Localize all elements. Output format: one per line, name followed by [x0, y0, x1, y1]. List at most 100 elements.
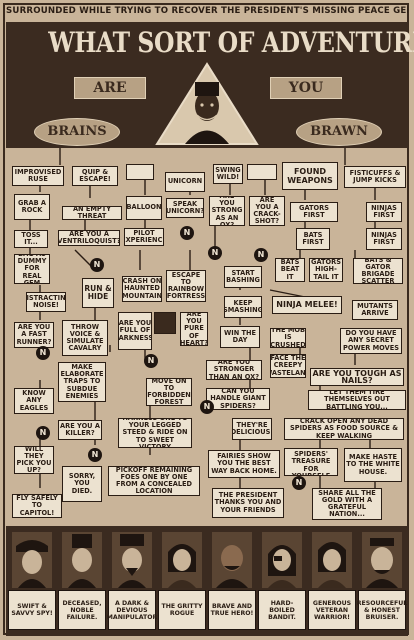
box-face-wasteland: FACE THE CREEPY WASTELAND: [270, 354, 306, 378]
box-full-darkness: ARE YOU FULL OF DARKNESS?: [118, 312, 152, 350]
box-killer: ARE YOU A KILLER?: [58, 420, 102, 440]
header-banner: WHAT SORT OF ADVENTURER ARE YOU BRAINS B…: [6, 22, 414, 148]
header-question: SURROUNDED WHILE TRYING TO RECOVER THE P…: [6, 6, 408, 16]
box-improvised-ruse: IMPROVISED RUSE: [12, 166, 64, 186]
character-portraits: SWIFT & SAVVY SPY! DECEASED, NOBLE FAILU…: [6, 526, 408, 636]
ribbon-are: ARE: [74, 77, 146, 99]
box-haste: MAKE HASTE TO THE WHITE HOUSE.: [344, 448, 402, 482]
portrait-label: DECEASED, NOBLE FAILURE.: [58, 590, 106, 630]
box-delicious: THEY'RE DELICIOUS!: [232, 418, 272, 440]
box-run-hide: RUN & HIDE: [82, 278, 114, 308]
box-fisticuffs: FISTICUFFS & JUMP KICKS: [344, 166, 406, 188]
box-pickoff: PICKOFF REMAINING FOES ONE BY ONE FROM A…: [108, 466, 200, 496]
box-distracting-noise: DISTRACTING NOISE!: [26, 292, 66, 312]
box-unicorn-sign: [126, 164, 154, 180]
box-crash-mountain: CRASH ON HAUNTED MOUNTAIN: [122, 276, 162, 302]
manipulator-portrait-icon: [112, 532, 152, 588]
portrait-deceased: DECEASED, NOBLE FAILURE.: [58, 528, 106, 632]
box-speak-unicorn: SPEAK UNICORN?: [166, 198, 204, 218]
box-tough-nails: ARE YOU TOUGH AS NAILS?: [310, 368, 404, 386]
box-ninjas-first-2: NINJAS FIRST: [366, 228, 402, 250]
node-n-8: N: [88, 448, 102, 462]
portrait-label: BRAVE AND TRUE HERO!: [208, 590, 256, 630]
box-will-they: WILL THEY PICK YOU UP?: [14, 446, 54, 474]
spy-portrait-icon: [12, 532, 52, 588]
box-grab-rock: GRAB A ROCK: [14, 194, 50, 220]
box-bag-dummy: BAG AS DUMMY FOR REAL GEM: [14, 254, 50, 284]
box-empty-threat: AN EMPTY THREAT: [62, 206, 122, 220]
box-plunder: PLUNDER SPIDERS' TREASURE FOR YOURSELF: [284, 448, 338, 476]
portrait-bandit: HARD-BOILED BANDIT.: [258, 528, 306, 632]
box-know-eagles: KNOW ANY EAGLES: [14, 388, 54, 414]
box-strong-ox: ARE YOU STRONG AS AN OX?: [209, 196, 245, 226]
node-n-5: N: [36, 346, 50, 360]
box-swing-wild: SWING WILD!: [213, 164, 243, 184]
ribbon-you: YOU: [270, 77, 342, 99]
portrait-spy: SWIFT & SAVVY SPY!: [8, 528, 56, 632]
node-n-9: N: [200, 400, 214, 414]
gentleman-portrait-icon: [62, 532, 102, 588]
box-bats-first: BATS FIRST: [296, 228, 330, 250]
box-stronger-ox: ARE YOU STRONGER THAN AN OX?: [206, 360, 262, 380]
box-ninja-melee: NINJA MELEE!: [272, 296, 342, 314]
lincoln-portrait-icon: [155, 62, 259, 145]
box-move-forest: MOVE ON TO FORBIDDEN FOREST: [146, 378, 192, 406]
box-bats-gator: BATS & GATOR BRIGADE SCATTER: [353, 258, 403, 284]
box-quip-escape: QUIP & ESCAPE!: [72, 166, 118, 186]
portrait-rogue: THE GRITTY ROGUE: [158, 528, 206, 632]
box-gators-high: GATORS HIGH-TAIL IT: [309, 258, 343, 282]
portrait-manipulator: A DARK & DEVIOUS MANIPULATOR: [107, 528, 157, 632]
box-escape-fortress: ESCAPE TO RAINBOW FORTRESS: [166, 270, 206, 302]
portrait-label: RESOURCEFUL & HONEST BRUISER.: [357, 590, 407, 630]
portrait-bruiser: RESOURCEFUL & HONEST BRUISER.: [357, 528, 407, 632]
box-win-day: WIN THE DAY: [220, 326, 260, 348]
portrait-label: SWIFT & SAVVY SPY!: [8, 590, 56, 630]
box-fairies: FAIRIES SHOW YOU THE BEST WAY BACK HOME.: [208, 450, 280, 478]
box-eyes-icon: [154, 312, 176, 334]
rogue-portrait-icon: [162, 532, 202, 588]
box-throw-voice: THROW VOICE & SIMULATE CAVALRY: [62, 320, 108, 356]
oval-brains: BRAINS: [34, 118, 120, 146]
box-rope-icon: [247, 164, 277, 180]
portrait-label: HARD-BOILED BANDIT.: [258, 590, 306, 630]
box-ninjas-first: NINJAS FIRST: [366, 202, 402, 222]
box-pure-heart: ARE YOU PURE OF HEART?: [180, 312, 208, 346]
node-n-4: N: [254, 248, 268, 262]
box-unicorn: UNICORN: [165, 172, 205, 192]
portrait-label: THE GRITTY ROGUE: [158, 590, 206, 630]
node-n-10: N: [292, 476, 306, 490]
warrior-portrait-icon: [312, 532, 352, 588]
box-sorry-died: SORRY, YOU DIED.: [62, 466, 102, 502]
box-ventriloquist: ARE YOU A VENTRILOQUIST?: [58, 230, 120, 246]
box-giant-spiders: CAN YOU HANDLE GIANT SPIDERS?: [206, 388, 270, 410]
box-fast-runner: ARE YOU A FAST RUNNER?: [14, 322, 54, 348]
box-balloon: BALLOON: [126, 196, 162, 220]
box-bats-beat-it: BATS BEAT IT: [275, 258, 305, 282]
box-make-traps: MAKE ELABORATE TRAPS TO SUBDUE ENEMIES: [58, 362, 106, 402]
box-harness: HARNESS ONE TO YOUR LEGGED STEED & RIDE …: [118, 418, 192, 448]
box-gators-first: GATORS FIRST: [290, 202, 338, 222]
node-n-2: N: [208, 246, 222, 260]
node-n-7: N: [36, 426, 50, 440]
node-n-6: N: [144, 354, 158, 368]
bandit-portrait-icon: [262, 532, 302, 588]
box-start-bashing: START BASHING: [224, 266, 262, 288]
node-n-1: N: [180, 226, 194, 240]
box-pilot-experience: PILOT EXPERIENCE: [124, 228, 164, 246]
box-fly-capitol: FLY SAFELY TO CAPITOL!: [12, 494, 62, 518]
box-crack-spiders: CRACK OPEN ANY DEAD SPIDERS AS FOOD SOUR…: [284, 418, 404, 440]
box-let-them-tire: LET THEM TIRE THEMSELVES OUT BATTLING YO…: [308, 390, 406, 410]
box-share-gold: SHARE ALL THE GOLD WITH A GRATEFUL NATIO…: [312, 488, 382, 520]
portrait-label: A DARK & DEVIOUS MANIPULATOR: [107, 590, 157, 630]
box-mob-crushed: THE MOB IS CRUSHED: [270, 328, 306, 348]
box-keep-smashing: KEEP SMASHING: [224, 296, 262, 318]
poster-title: WHAT SORT OF ADVENTURER: [48, 26, 414, 59]
hero-portrait-icon: [212, 532, 252, 588]
oval-brawn: BRAWN: [296, 118, 382, 146]
portrait-warrior: GENEROUS VETERAN WARRIOR!: [308, 528, 356, 632]
box-president-thanks: THE PRESIDENT THANKS YOU AND YOUR FRIEND…: [212, 488, 284, 518]
node-n-3: N: [90, 258, 104, 272]
bruiser-portrait-icon: [362, 532, 402, 588]
box-found-weapons: FOUND WEAPONS: [282, 162, 338, 190]
